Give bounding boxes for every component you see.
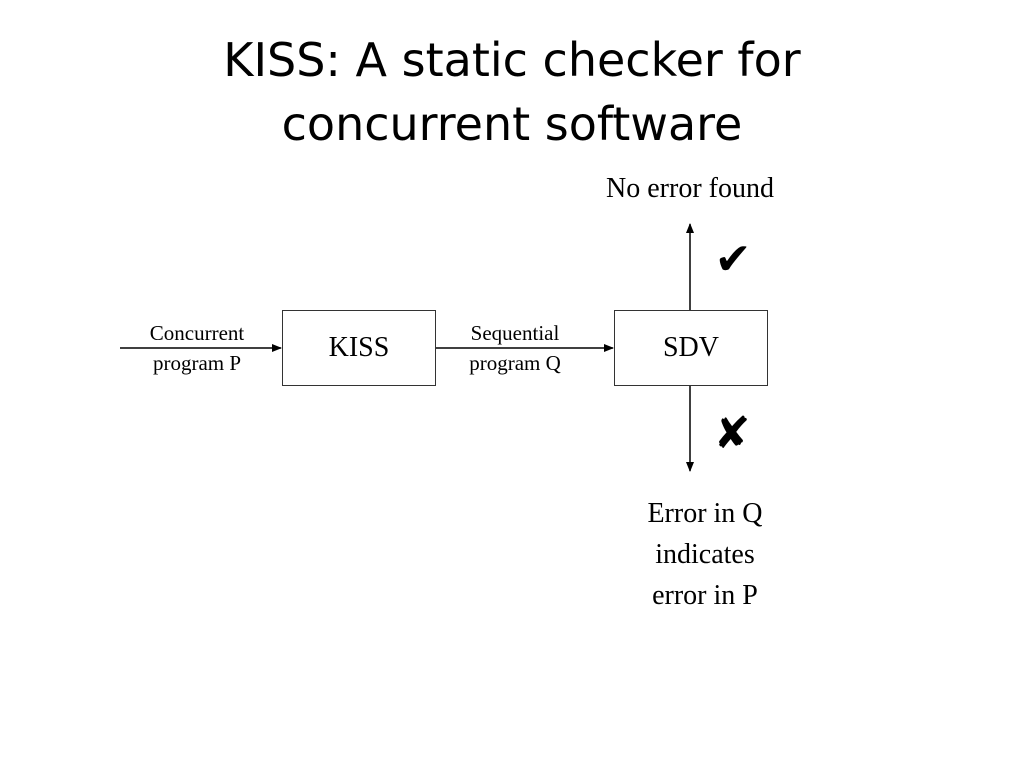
no-error-found-label: No error found [606, 173, 774, 204]
slide-title-line-2: concurrent software [281, 97, 743, 151]
slide-title-line-1: KISS: A static checker for [223, 33, 801, 87]
cross-mark-icon: ✘ [713, 408, 751, 459]
sdv-box: SDV [614, 310, 768, 386]
slide-title: KISS: A static checker for concurrent so… [0, 28, 1024, 156]
sequential-program-label-line-2: program Q [469, 351, 561, 375]
error-output-line-3: error in P [652, 580, 758, 611]
check-mark-icon: ✔ [714, 234, 752, 285]
sequential-program-label-line-1: Sequential [470, 321, 560, 345]
input-label-line-2: program P [152, 351, 242, 375]
kiss-box-label: KISS [328, 332, 390, 363]
error-output-label: Error in Q indicates error in P [595, 493, 815, 616]
error-output-line-2: indicates [655, 539, 755, 570]
sequential-program-label: Sequential program Q [440, 318, 590, 378]
error-output-line-1: Error in Q [647, 498, 763, 529]
sdv-box-label: SDV [662, 332, 719, 363]
kiss-box: KISS [282, 310, 436, 386]
input-label-line-1: Concurrent [149, 321, 245, 345]
input-label: Concurrent program P [122, 318, 272, 378]
